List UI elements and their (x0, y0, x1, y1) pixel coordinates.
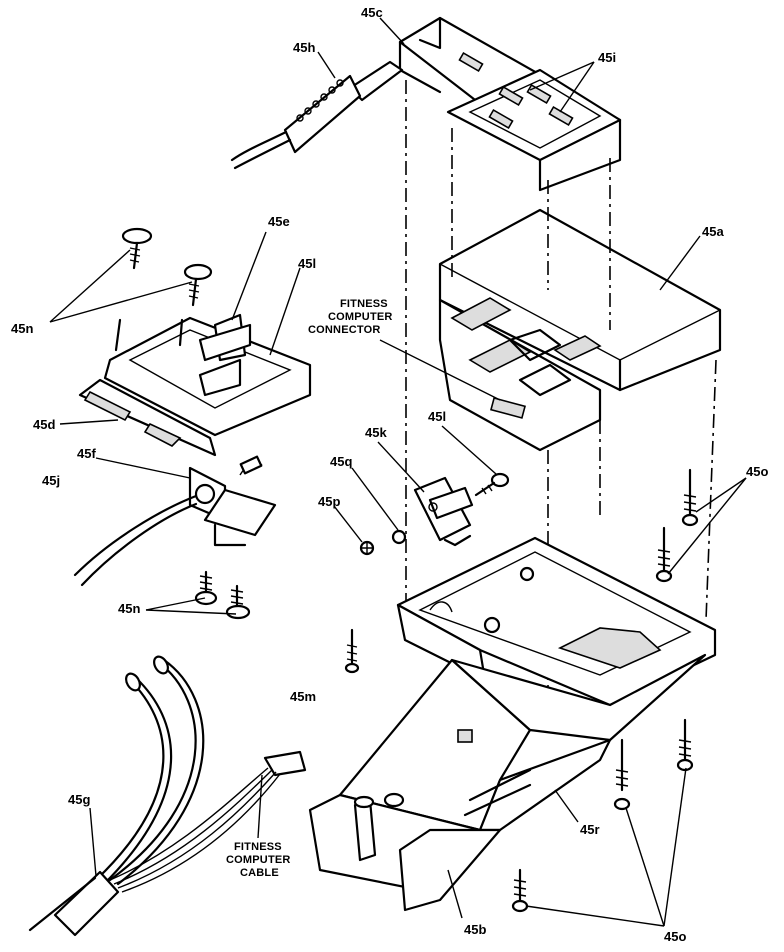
caption-cable-line-3: CABLE (240, 867, 279, 879)
label-45n-bottom: 45n (118, 601, 140, 616)
leader-lines (49, 17, 747, 927)
caption-cable-line-2: COMPUTER (226, 854, 291, 866)
label-45r: 45r (580, 822, 600, 837)
screws-45n-bottom (194, 570, 251, 620)
label-45c: 45c (361, 5, 383, 20)
screws-45o-right (655, 468, 699, 583)
label-45h: 45h (293, 40, 315, 55)
label-45o-bottom: 45o (664, 929, 686, 944)
screw-45l-mid (474, 472, 510, 497)
part-labels: 45c 45h 45i 45e 45l 45a 45n 45d 45f 45j … (11, 5, 768, 944)
label-45f: 45f (77, 446, 96, 461)
caption-connector-line-3: CONNECTOR (308, 324, 381, 336)
cable-bundle (28, 655, 307, 937)
label-45g: 45g (68, 792, 90, 807)
label-45l-mid: 45l (428, 409, 446, 424)
control-housing (78, 227, 312, 457)
caption-connector-line-2: COMPUTER (328, 311, 393, 323)
label-45b: 45b (464, 922, 486, 937)
label-45k: 45k (365, 425, 387, 440)
base-housing (308, 536, 717, 912)
caption-connector-line-1: FITNESS (340, 298, 388, 310)
label-45i: 45i (598, 50, 616, 65)
caption-cable-line-1: FITNESS (234, 841, 282, 853)
screw-45m (344, 628, 360, 674)
switch-bracket (73, 455, 277, 587)
label-45m: 45m (290, 689, 316, 704)
label-45n-top: 45n (11, 321, 33, 336)
label-45p: 45p (318, 494, 340, 509)
label-45j: 45j (42, 473, 60, 488)
label-45a: 45a (702, 224, 724, 239)
top-cover-assembly (230, 16, 622, 192)
electronics-board (438, 208, 722, 452)
screw-top-right (183, 263, 213, 307)
screws-45o-bottom (511, 718, 694, 913)
label-45d: 45d (33, 417, 55, 432)
label-45l-top: 45l (298, 256, 316, 271)
small-switch (359, 472, 510, 556)
label-45q: 45q (330, 454, 352, 469)
label-45o-right: 45o (746, 464, 768, 479)
screw-top-left (121, 227, 153, 270)
label-45e: 45e (268, 214, 290, 229)
connector-pins (296, 79, 344, 122)
